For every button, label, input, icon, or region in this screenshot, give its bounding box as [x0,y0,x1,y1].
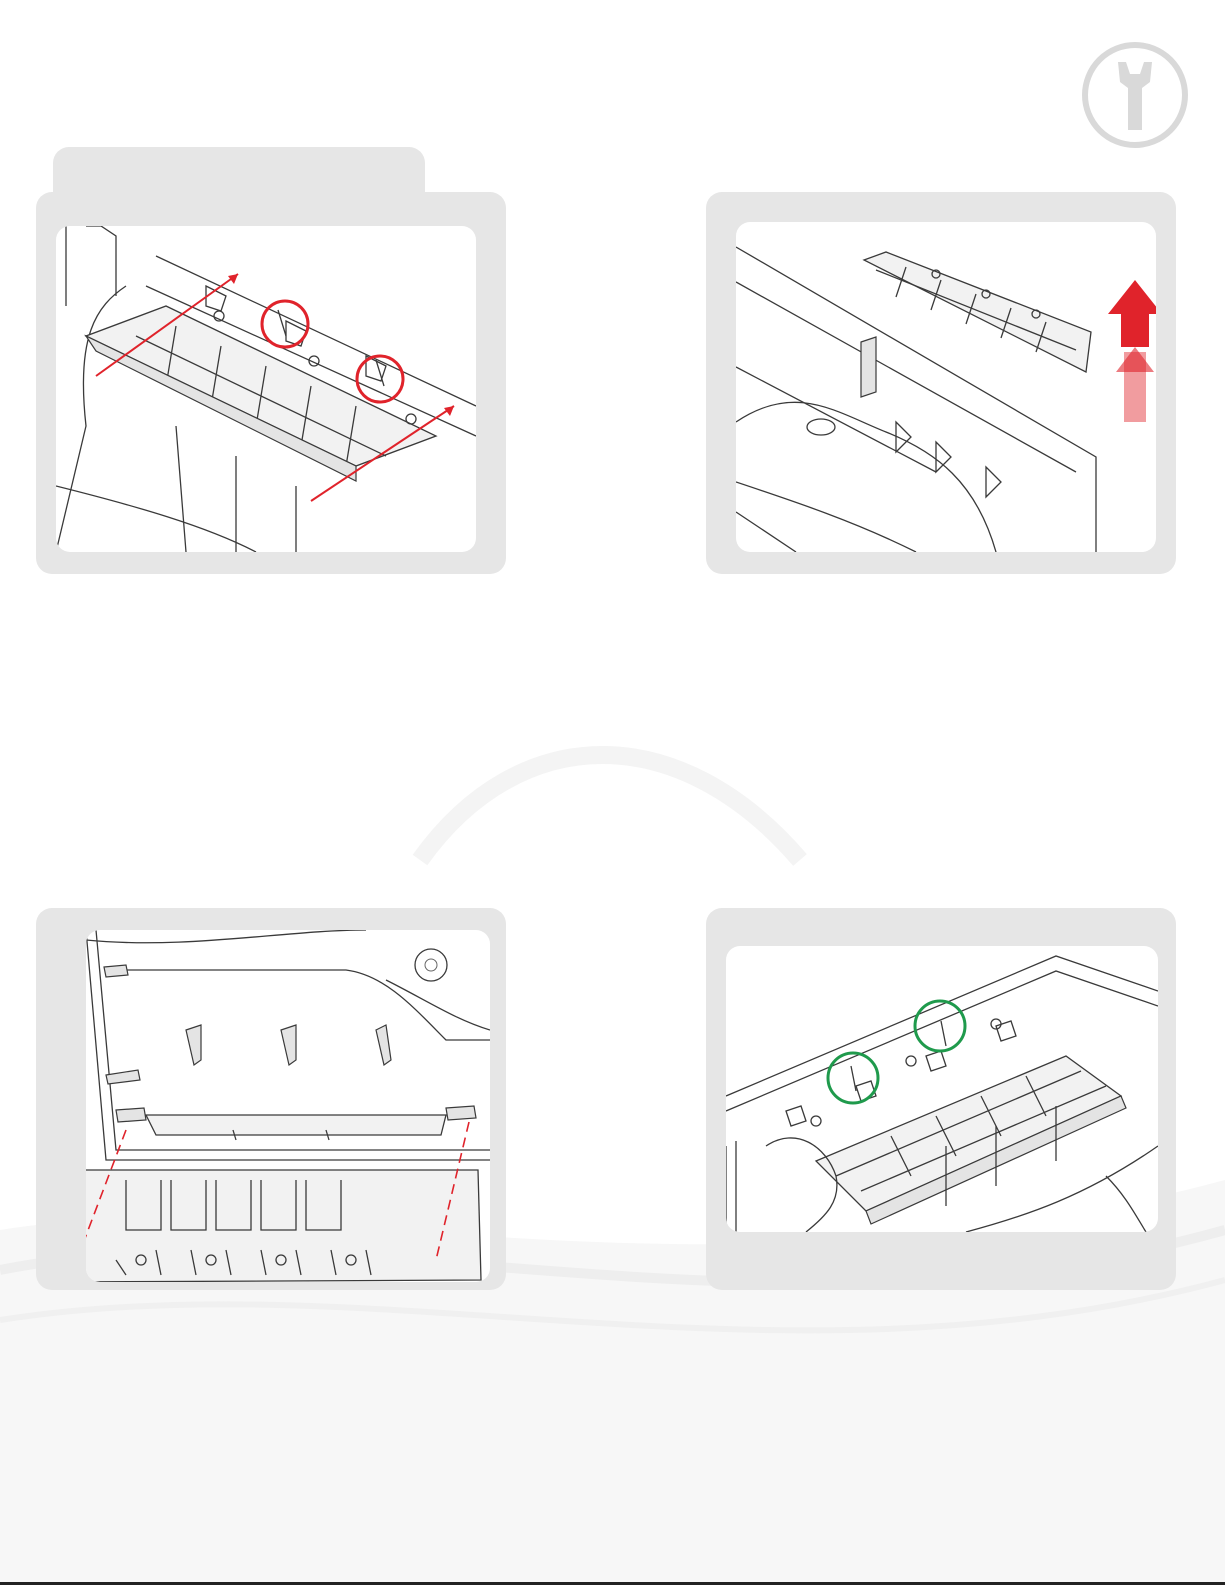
lift-up-arrow-icon [1108,280,1156,422]
wrench-logo-icon [1080,40,1190,150]
figure-panel-1 [36,192,506,574]
figure-2-illustration [736,222,1156,552]
figure-1-illustration [56,226,476,552]
figure-panel-3 [36,908,506,1290]
figure-4-illustration [726,946,1158,1232]
clip-check-circle-2 [915,1001,965,1051]
figure-panel-4 [706,908,1176,1290]
figure-3-illustration [86,930,490,1282]
figure-panel-2 [706,192,1176,574]
